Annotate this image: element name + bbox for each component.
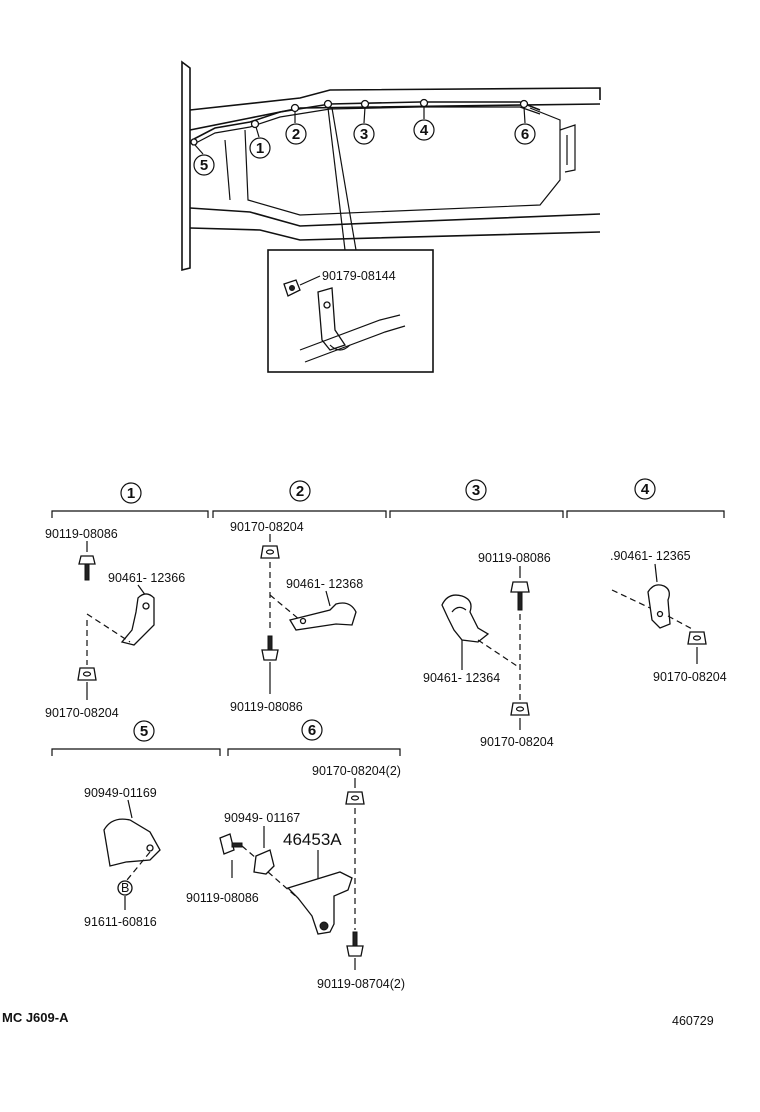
detail-part-label[interactable]: 90179-08144 [322,269,396,283]
group-5: 90949-01169 B 91611-60816 [84,786,161,929]
nut [687,631,707,645]
part-label[interactable]: 90119-08704(2) [317,977,405,991]
callout-2[interactable]: 2 [285,111,307,145]
nut [77,667,97,681]
clip [253,849,275,875]
clamp [647,584,671,629]
part-label[interactable]: 91611-60816 [84,915,157,929]
bolt [346,931,364,957]
group-3-number: 3 [472,482,480,499]
part-label[interactable]: 90949- 01167 [224,811,300,825]
callout-5[interactable]: 5 [193,144,215,176]
bracket [286,871,353,935]
group-5-number: 5 [140,723,148,740]
svg-text:5: 5 [200,157,208,174]
overview-callouts: 5 1 2 3 4 6 [193,106,536,176]
part-label[interactable]: 90461- 12366 [108,571,185,585]
diagram-code: MC J609-A [2,1010,69,1025]
frame-overview [181,60,601,272]
svg-text:4: 4 [420,122,429,139]
group-headers: 1 2 3 4 5 6 [51,478,725,756]
part-label[interactable]: 90170-08204 [653,670,727,684]
bolt [219,833,243,855]
clamp [288,602,357,631]
group-1-number: 1 [127,485,135,502]
callout-6[interactable]: 6 [514,106,536,145]
group-4-number: 4 [641,481,650,498]
part-label[interactable]: 90461- 12368 [286,577,363,591]
detail-leader [327,107,357,251]
detail-box: 90179-08144 [267,249,434,373]
group-4: .90461- 12365 90170-08204 [610,549,727,684]
diagram-number: 460729 [672,1014,714,1028]
bolt [510,581,530,611]
bolt [261,635,279,661]
part-label[interactable]: 90170-08204 [230,520,304,534]
part-label[interactable]: 90119-08086 [478,551,551,565]
clamp [441,594,490,643]
clamp [120,593,155,646]
nut [260,545,280,559]
group-1: 90119-08086 90461- 12366 90170-08204 [45,527,185,720]
svg-text:3: 3 [360,126,368,143]
group-6-number: 6 [308,722,316,739]
svg-text:6: 6 [521,126,529,143]
part-label[interactable]: 90170-08204 [45,706,119,720]
group-3: 90119-08086 90461- 12364 90170-08204 [423,551,554,749]
group-2-number: 2 [296,483,304,500]
group-6: 90170-08204(2) 90949- 01167 46453A 90119… [186,764,405,991]
part-label[interactable]: 90949-01169 [84,786,157,800]
part-label[interactable]: 90119-08086 [45,527,118,541]
callout-3[interactable]: 3 [353,106,375,145]
bracket [103,818,161,867]
bolt [78,555,96,581]
svg-text:B: B [121,881,129,895]
part-label[interactable]: .90461- 12365 [610,549,691,563]
part-label[interactable]: 46453A [283,830,342,849]
group-2: 90170-08204 90461- 12368 90119-08086 [230,520,363,714]
callout-4[interactable]: 4 [413,106,435,141]
nut [510,702,530,716]
footer: MC J609-A 460729 [2,1010,714,1028]
svg-text:2: 2 [292,126,300,143]
nut [345,791,365,805]
part-label[interactable]: 90119-08086 [186,891,259,905]
part-label[interactable]: 90170-08204 [480,735,554,749]
callout-1[interactable]: 1 [249,126,271,159]
part-label[interactable]: 90170-08204(2) [312,764,401,778]
part-label[interactable]: 90119-08086 [230,700,303,714]
part-label[interactable]: 90461- 12364 [423,671,500,685]
clip: B [117,880,133,896]
svg-text:1: 1 [256,140,264,157]
